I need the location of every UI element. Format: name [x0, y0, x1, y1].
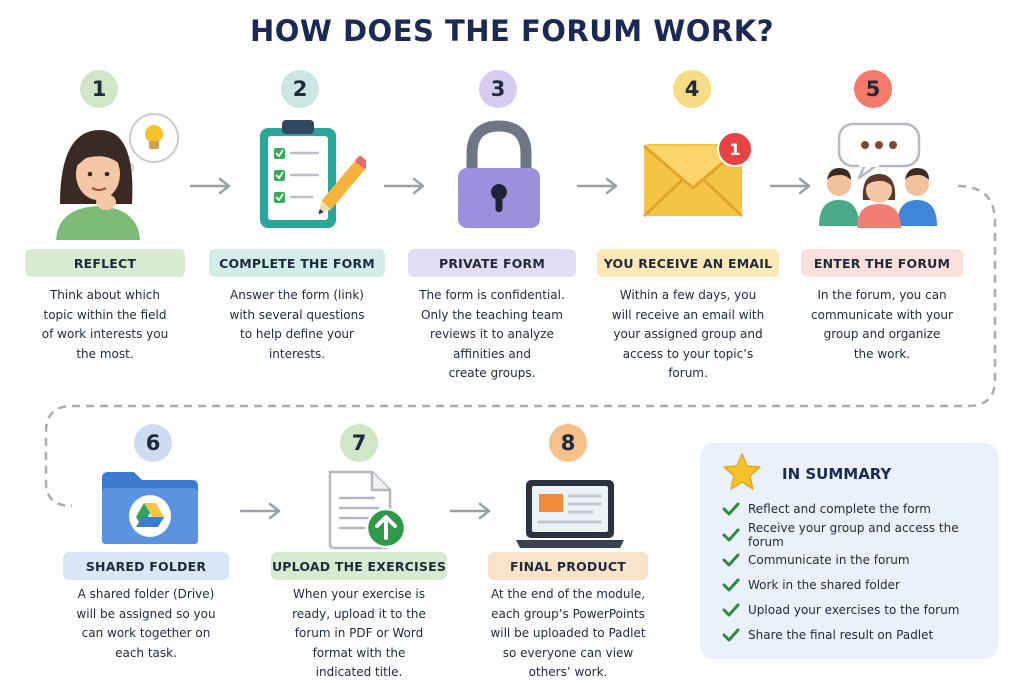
step-number-6: 6 [134, 424, 172, 462]
page-title: HOW DOES THE FORUM WORK? [249, 14, 775, 48]
summary-title: IN SUMMARY [782, 465, 892, 483]
step-number-1: 1 [80, 70, 118, 108]
arrow-right-icon [383, 177, 425, 195]
arrow-right-icon [449, 502, 491, 520]
email-envelope-icon [642, 144, 744, 218]
step-number-7: 7 [340, 424, 378, 462]
step-description-6: A shared folder (Drive)will be assigned … [76, 587, 216, 660]
checkmark-icon [722, 628, 740, 642]
step-description-8: At the end of the module,each group’s Po… [490, 587, 646, 679]
laptop-presentation-icon [516, 480, 624, 548]
checkmark-icon [722, 553, 740, 567]
step-label-7: UPLOAD THE EXERCISES [271, 552, 447, 580]
summary-item: Receive your group and access the forum [722, 521, 992, 549]
step-label-5: ENTER THE FORUM [801, 249, 963, 277]
notification-badge: 1 [717, 131, 753, 167]
checkmark-icon [722, 502, 740, 516]
checkmark-icon [722, 528, 740, 542]
document-upload-icon [328, 470, 407, 550]
summary-item: Share the final result on Padlet [722, 625, 992, 645]
step-label-8: FINAL PRODUCT [488, 552, 648, 580]
step-number-8: 8 [549, 424, 587, 462]
step-number-3: 3 [479, 70, 517, 108]
group-chat-icon [819, 122, 937, 228]
arrow-right-icon [189, 177, 231, 195]
step-label-4: YOU RECEIVE AN EMAIL [597, 249, 779, 277]
arrow-right-icon [576, 177, 618, 195]
clipboard-checklist-icon [260, 120, 366, 228]
step-label-6: SHARED FOLDER [63, 552, 229, 580]
summary-item: Communicate in the forum [722, 550, 992, 570]
checkmark-icon [722, 603, 740, 617]
step-label-3: PRIVATE FORM [408, 249, 576, 277]
shared-drive-folder-icon [102, 472, 198, 544]
star-icon [723, 453, 761, 490]
step-number-2: 2 [281, 70, 319, 108]
padlock-icon [458, 120, 540, 228]
step-number-5: 5 [854, 70, 892, 108]
checkmark-icon [722, 578, 740, 592]
arrow-right-icon [239, 502, 281, 520]
summary-item: Reflect and complete the form [722, 499, 992, 519]
step-label-2: COMPLETE THE FORM [209, 249, 385, 277]
arrow-right-icon [769, 177, 811, 195]
step-number-4: 4 [673, 70, 711, 108]
step-description-3: The form is confidential.Only the teachi… [419, 288, 565, 380]
summary-item: Work in the shared folder [722, 575, 992, 595]
step-label-1: REFLECT [25, 249, 185, 277]
thinking-person-icon [56, 113, 179, 240]
step-description-2: Answer the form (link)with several quest… [229, 288, 365, 361]
summary-item: Upload your exercises to the forum [722, 600, 992, 620]
